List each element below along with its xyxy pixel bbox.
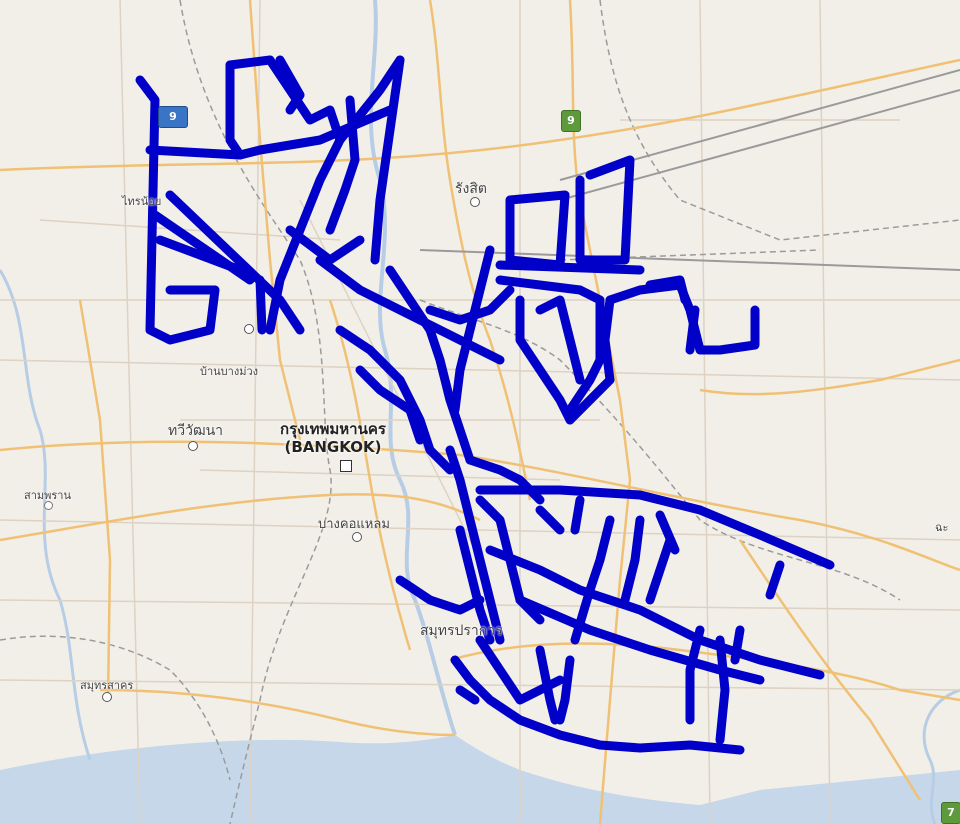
bang-kho-laem-marker-icon [352, 532, 362, 542]
sam-phran-label: สามพราน [24, 489, 71, 502]
gulf-of-thailand [0, 735, 960, 824]
samut-sakhon-label: สมุทรสาคร [80, 679, 134, 692]
bangkok-label-th: กรุงเทพมหานคร [280, 420, 386, 438]
bangkok-label: กรุงเทพมหานคร (BANGKOK) [280, 420, 386, 456]
ban-bang-muang-label: บ้านบางม่วง [200, 365, 259, 378]
route-7-shield-icon: 7 [941, 802, 960, 824]
rail-lines [419, 69, 960, 271]
tha-chin-river [0, 269, 92, 761]
sam-phran-marker-icon [44, 501, 53, 510]
samut-prakan-label: สมุทรปราการ [420, 623, 503, 639]
thawiwatthana-label: ทวีวัฒนา [168, 423, 224, 439]
east-edge-label: ฉะ [935, 521, 949, 534]
nonthaburi-marker-icon [244, 324, 254, 334]
bang-pakong-river [922, 688, 960, 824]
north-blue-shield-icon: 9 [158, 106, 188, 128]
route-9-shield-icon: 9 [561, 110, 581, 132]
capital-marker-icon [340, 460, 352, 472]
bang-kho-laem-label: บางคอแหลม [318, 517, 390, 532]
rangsit-label: รังสิต [455, 181, 487, 197]
traced-routes [135, 55, 835, 755]
thawiwatthana-marker-icon [188, 441, 198, 451]
rangsit-marker-icon [470, 197, 480, 207]
sai-noi-label: ไทรน้อย [122, 195, 162, 208]
samut-sakhon-marker-icon [102, 692, 112, 702]
bangkok-label-en: (BANGKOK) [284, 438, 382, 456]
